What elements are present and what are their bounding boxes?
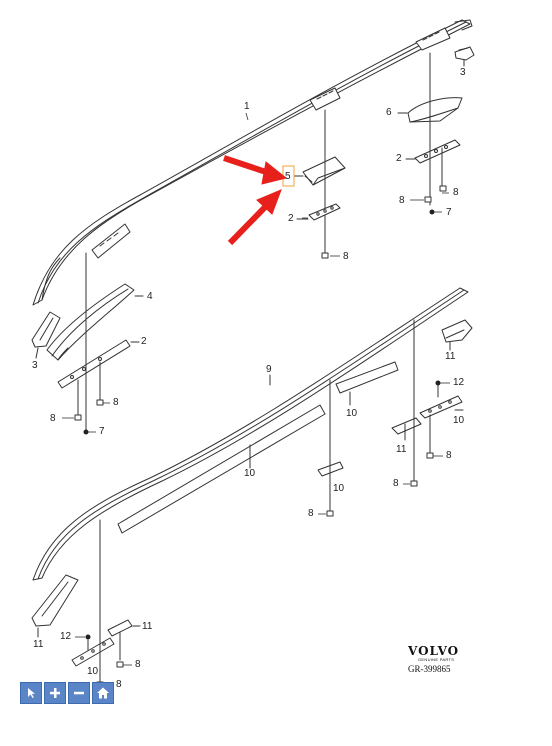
callout-2: 2 <box>288 213 294 224</box>
part-2-plate-left <box>57 252 140 433</box>
part-6-cover <box>397 97 463 123</box>
callout-12: 12 <box>60 631 72 642</box>
callout-7: 7 <box>99 426 105 437</box>
callout-10: 10 <box>87 666 99 677</box>
callout-1: 1 <box>244 101 250 112</box>
bolts <box>83 209 441 640</box>
plus-icon <box>50 688 60 698</box>
brand-logo: VOLVO <box>408 644 460 658</box>
callout-10: 10 <box>346 408 358 419</box>
callout-3: 3 <box>32 360 38 371</box>
part-4-cover-left <box>46 283 144 361</box>
roof-rail-upper <box>32 19 473 306</box>
callout-11: 11 <box>142 621 153 632</box>
roof-rail-lower <box>32 287 469 581</box>
callout-8: 8 <box>343 251 349 262</box>
fasteners <box>74 185 447 688</box>
leader-lines <box>62 112 450 686</box>
home-icon <box>97 687 109 699</box>
callout-8: 8 <box>113 397 119 408</box>
viewer-toolbar <box>20 682 114 704</box>
part-3-end-cap-right <box>454 46 475 67</box>
callout-5: 5 <box>285 171 291 182</box>
callout-3: 3 <box>460 67 466 78</box>
part-11-end-cap-right <box>441 319 473 351</box>
part-5-bracket <box>293 109 346 256</box>
part-10-plate-left <box>71 519 115 683</box>
callout-11: 11 <box>445 351 456 362</box>
callout-10: 10 <box>333 483 345 494</box>
callout-11: 11 <box>396 444 407 455</box>
part-11-clip-left <box>107 619 141 661</box>
home-button[interactable] <box>92 682 114 704</box>
diagram-code: GR-399865 <box>408 664 451 674</box>
callout-2: 2 <box>396 153 402 164</box>
callout-8: 8 <box>446 450 452 461</box>
zoom-in-button[interactable] <box>44 682 66 704</box>
part-11-end-cap-left <box>31 574 79 638</box>
red-arrows <box>223 155 288 246</box>
callout-2: 2 <box>141 336 147 347</box>
part-10-trim-strips <box>117 361 399 534</box>
part-3-end-cap-left <box>31 311 61 359</box>
brand-subtitle: GENUINE PARTS <box>418 657 455 662</box>
callout-11: 11 <box>33 639 44 650</box>
callout-8: 8 <box>50 413 56 424</box>
cursor-icon <box>28 688 35 698</box>
part-2-plate-right <box>405 52 461 206</box>
part-11-clip-right <box>391 319 422 484</box>
callout-8: 8 <box>399 195 405 206</box>
callout-9: 9 <box>266 364 272 375</box>
part-10-plate-right <box>419 384 464 456</box>
callout-8: 8 <box>135 659 141 670</box>
callout-10: 10 <box>244 468 256 479</box>
callout-10: 10 <box>453 415 465 426</box>
callout-8: 8 <box>308 508 314 519</box>
callout-8: 8 <box>453 187 459 198</box>
minus-icon <box>74 691 84 695</box>
callout-8: 8 <box>116 679 122 690</box>
zoom-out-button[interactable] <box>68 682 90 704</box>
select-button[interactable] <box>20 682 42 704</box>
part-2-plate-middle <box>296 203 341 221</box>
callout-6: 6 <box>386 107 392 118</box>
callout-12: 12 <box>453 377 465 388</box>
callout-7: 7 <box>446 207 452 218</box>
callout-4: 4 <box>147 291 153 302</box>
callout-8: 8 <box>393 478 399 489</box>
part-10-plate-middle <box>317 379 344 514</box>
